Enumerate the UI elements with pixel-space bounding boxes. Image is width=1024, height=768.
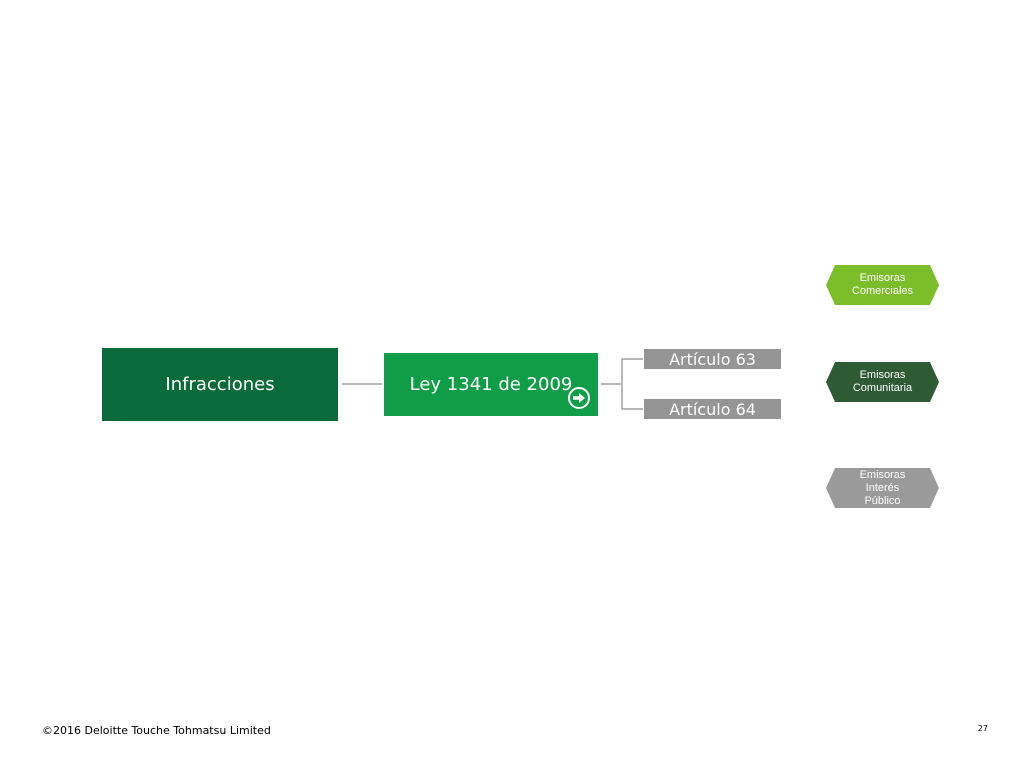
hex-interes-line1: Emisoras	[859, 468, 906, 481]
article-64-label: Artículo 64	[669, 399, 756, 419]
page-number: 27	[977, 724, 988, 733]
article-63-box[interactable]: Artículo 63	[644, 349, 781, 369]
infracciones-label: Infracciones	[165, 374, 275, 395]
article-64-box[interactable]: Artículo 64	[644, 399, 781, 419]
bracket-articles	[621, 358, 643, 410]
law-box[interactable]: Ley 1341 de 2009	[384, 353, 598, 416]
hex-interes-line2: Interés Público	[864, 481, 901, 507]
arrow-right-glyph	[573, 393, 585, 403]
hex-emisoras-comunitaria[interactable]: Emisoras Comunitaria	[826, 362, 939, 402]
infracciones-box: Infracciones	[102, 348, 338, 421]
hex-comerciales-line2: Comerciales	[851, 285, 914, 297]
arrow-right-circle-icon[interactable]	[568, 387, 590, 409]
hex-comerciales-line1: Emisoras	[859, 272, 906, 284]
hex-comunitaria-line1: Emisoras	[859, 369, 906, 381]
footer-copyright: ©2016 Deloitte Touche Tohmatsu Limited	[42, 724, 271, 737]
law-label: Ley 1341 de 2009	[409, 374, 573, 395]
hex-comunitaria-line2: Comunitaria	[852, 382, 913, 394]
hex-emisoras-comerciales[interactable]: Emisoras Comerciales	[826, 265, 939, 305]
hex-emisoras-interes-publico[interactable]: Emisoras Interés Público	[826, 468, 939, 508]
article-63-label: Artículo 63	[669, 349, 756, 369]
